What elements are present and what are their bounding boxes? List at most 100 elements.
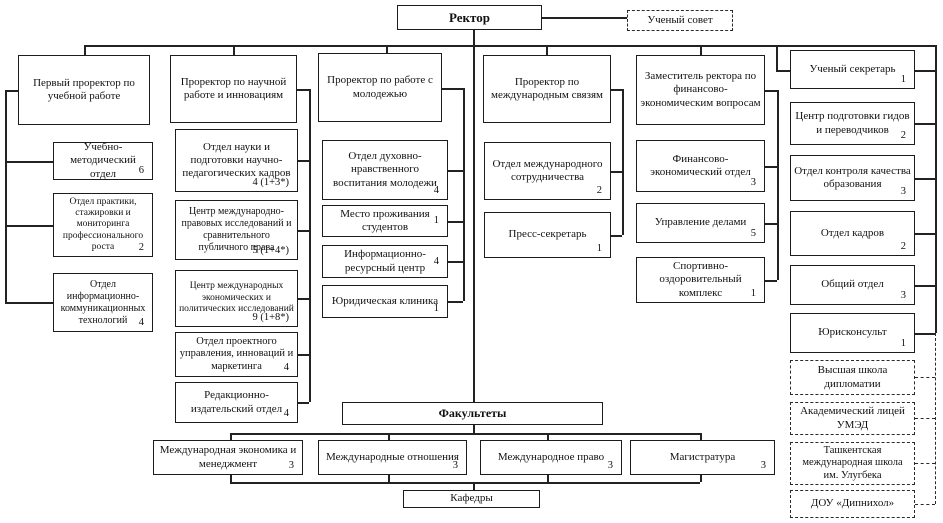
- connector-line: [448, 170, 463, 172]
- org-unit-box: Центр международных экономических и поли…: [175, 270, 298, 327]
- connector-line: [915, 463, 935, 464]
- connector-line: [473, 45, 475, 402]
- connector-line: [622, 89, 624, 235]
- org-unit-label: Ташкентская международная школа им. Улуг…: [802, 444, 903, 481]
- column-4-head-box: Проректор по международным связям: [483, 55, 611, 123]
- affiliated-unit-box: Ташкентская международная школа им. Улуг…: [790, 442, 915, 485]
- connector-line: [5, 161, 53, 163]
- connector-line: [298, 402, 309, 404]
- org-unit-label: Центр международно-правовых исследований…: [181, 206, 292, 253]
- connector-line: [388, 433, 390, 440]
- org-unit-label: Центр подготовки гидов и переводчиков: [795, 110, 910, 136]
- org-unit-label: Кафедры: [450, 492, 493, 505]
- connector-line: [230, 482, 700, 484]
- connector-line: [915, 418, 935, 419]
- connector-line: [473, 30, 475, 45]
- org-unit-label: Учебно-методический отдел: [70, 141, 136, 180]
- connector-line: [611, 235, 622, 237]
- staff-count: 1: [596, 242, 602, 254]
- org-unit-label: Отдел кадров: [820, 226, 885, 239]
- connector-line: [298, 230, 309, 232]
- departments-box: Кафедры: [403, 490, 540, 508]
- connector-line: [5, 225, 53, 227]
- org-unit-label: Первый проректор по учебной работе: [33, 76, 135, 102]
- connector-line: [915, 377, 935, 378]
- org-unit-label: Международная экономика и менеджмент: [159, 444, 297, 470]
- affiliated-unit-box: Высшая школа дипломатии: [790, 360, 915, 395]
- connector-line: [233, 45, 235, 55]
- staff-count: 3: [607, 459, 613, 471]
- affiliated-unit-box: ДОУ «Дипнихол»: [790, 490, 915, 518]
- org-unit-label: Управление делами: [654, 216, 747, 229]
- connector-line: [298, 354, 309, 356]
- org-unit-label: Ректор: [449, 9, 490, 25]
- rector-box: Ректор: [397, 5, 542, 30]
- connector-line: [5, 302, 53, 304]
- org-unit-label: Отдел практики, стажировки и мониторинга…: [62, 196, 144, 253]
- connector-line: [542, 17, 627, 19]
- org-unit-box: Общий отдел 3: [790, 265, 915, 305]
- org-unit-box: Отдел практики, стажировки и мониторинга…: [53, 193, 153, 257]
- org-unit-box: Центр международно-правовых исследований…: [175, 200, 298, 260]
- org-unit-label: Отдел духовно-нравственного воспитания м…: [333, 150, 437, 189]
- connector-line: [463, 88, 465, 301]
- org-unit-label: Отдел проектного управления, инноваций и…: [179, 335, 294, 372]
- org-unit-label: Заместитель ректора по финансово-экономи…: [640, 70, 761, 109]
- connector-line: [776, 45, 778, 71]
- org-unit-label: Ученый совет: [647, 13, 713, 26]
- connector-line: [546, 45, 548, 55]
- org-unit-label: ДОУ «Дипнихол»: [810, 497, 895, 510]
- connector-line: [547, 475, 549, 482]
- org-unit-label: Академический лицей УМЭД: [800, 405, 905, 431]
- org-unit-label: Отдел информационно-коммуникационных тех…: [60, 278, 146, 326]
- connector-line: [448, 221, 463, 223]
- org-unit-label: Проректор по международным связям: [491, 75, 603, 101]
- org-unit-label: Магистратура: [669, 450, 736, 463]
- affiliated-unit-box: Академический лицей УМЭД: [790, 402, 915, 435]
- connector-line: [765, 280, 777, 282]
- org-unit-box: Пресс-секретарь 1: [484, 212, 611, 258]
- connector-line: [309, 89, 311, 402]
- org-unit-label: Проректор по работе с молодежью: [327, 74, 433, 100]
- connector-line: [935, 333, 936, 504]
- org-unit-label: Проректор по научной работе и инновациям: [180, 75, 287, 101]
- connector-line: [700, 433, 702, 440]
- connector-line: [915, 333, 935, 335]
- column-5-head-box: Заместитель ректора по финансово-экономи…: [636, 55, 765, 125]
- org-unit-label: Юридическая клиника: [331, 294, 439, 307]
- connector-line: [915, 504, 935, 505]
- connector-line: [611, 89, 622, 91]
- org-unit-label: Центр международных экономических и поли…: [179, 281, 294, 315]
- org-unit-label: Отдел контроля качества образования: [794, 164, 911, 190]
- connector-line: [915, 178, 935, 180]
- faculties-header-box: Факультеты: [342, 402, 603, 425]
- connector-line: [230, 475, 232, 482]
- connector-line: [230, 433, 232, 440]
- org-unit-label: Ученый секретарь: [809, 62, 896, 75]
- org-unit-label: Высшая школа дипломатии: [817, 364, 888, 390]
- org-unit-label: Отдел науки и подготовки научно-педагоги…: [182, 140, 291, 180]
- connector-line: [777, 90, 779, 280]
- org-unit-label: Спортивно-оздоровительный комплекс: [659, 260, 742, 299]
- connector-line: [5, 90, 18, 92]
- org-unit-label: Юрисконсульт: [818, 326, 887, 339]
- org-unit-label: Общий отдел: [821, 278, 884, 291]
- org-unit-label: Пресс-секретарь: [508, 228, 587, 241]
- connector-line: [5, 90, 7, 302]
- staff-count: 3: [900, 289, 906, 301]
- connector-line: [448, 261, 463, 263]
- connector-line: [442, 88, 463, 90]
